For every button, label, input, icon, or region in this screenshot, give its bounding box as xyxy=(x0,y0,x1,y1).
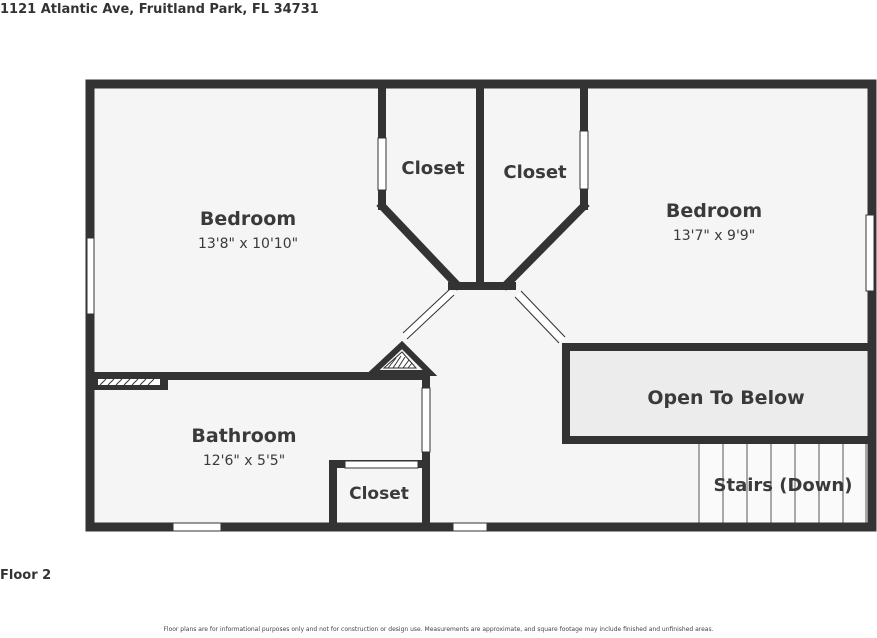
bath-closet-name: Closet xyxy=(349,484,409,504)
open-to-below-name: Open To Below xyxy=(647,387,804,409)
bathroom-name: Bathroom xyxy=(191,425,296,447)
bedroom-right-dims: 13'7" x 9'9" xyxy=(673,228,755,244)
open-to-below-area xyxy=(568,349,867,438)
property-address: 1121 Atlantic Ave, Fruitland Park, FL 34… xyxy=(0,2,319,17)
doorways xyxy=(402,289,565,343)
closet-left-name: Closet xyxy=(401,158,465,179)
vanity-shelf xyxy=(94,376,168,390)
linen-closet xyxy=(364,340,438,376)
window-hall xyxy=(452,522,488,532)
floor-label: Floor 2 xyxy=(0,568,52,583)
window-left-bedroom xyxy=(86,237,95,315)
door-left-closet xyxy=(377,137,387,191)
door-bathroom xyxy=(421,387,431,453)
door-right-closet xyxy=(579,130,589,190)
window-right-bedroom xyxy=(865,214,875,292)
bedroom-left-dims: 13'8" x 10'10" xyxy=(198,236,298,252)
window-bathroom xyxy=(172,522,222,532)
closet-right-name: Closet xyxy=(503,162,567,183)
bedroom-right-name: Bedroom xyxy=(666,200,762,222)
disclaimer: Floor plans are for informational purpos… xyxy=(163,626,714,633)
door-bath-closet xyxy=(344,460,419,469)
doorway-edges xyxy=(402,288,566,344)
bedroom-left-name: Bedroom xyxy=(200,208,296,230)
windows xyxy=(86,130,875,532)
stairs-name: Stairs (Down) xyxy=(714,475,853,496)
stairs-treads xyxy=(698,442,867,524)
bathroom-dims: 12'6" x 5'5" xyxy=(203,453,285,469)
